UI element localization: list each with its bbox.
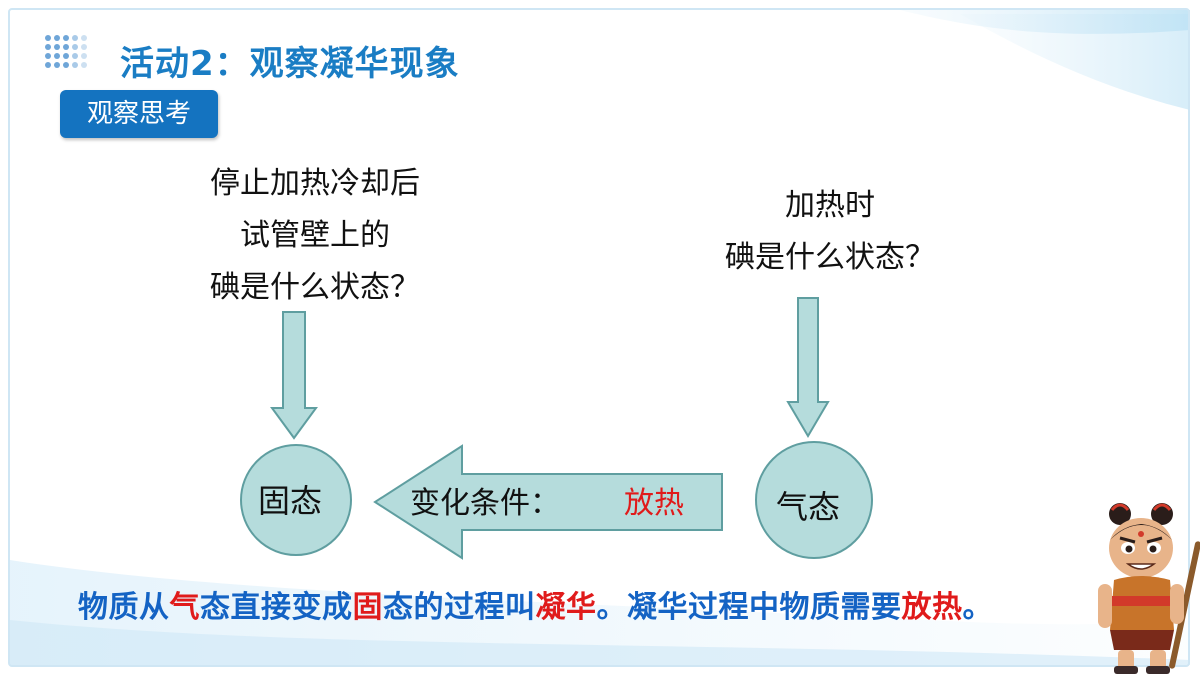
summary-emphasis: 放热 bbox=[901, 590, 963, 625]
summary-part: 。凝华过程中物质需要 bbox=[596, 590, 902, 625]
condition-label: 变化条件： bbox=[410, 486, 560, 521]
question-left-line: 碘是什么状态？ bbox=[210, 270, 420, 305]
summary-emphasis: 气 bbox=[169, 590, 200, 625]
summary-sentence: 物质从气态直接变成固态的过程叫凝华。凝华过程中物质需要放热。 bbox=[78, 582, 993, 626]
summary-part: 。 bbox=[962, 590, 993, 625]
question-right-line: 碘是什么状态？ bbox=[725, 240, 935, 275]
question-left-line: 试管壁上的 bbox=[240, 218, 390, 253]
mascot-illustration bbox=[1098, 503, 1200, 674]
condition-arrow bbox=[373, 444, 723, 560]
question-left: 停止加热冷却后 试管壁上的 碘是什么状态？ bbox=[180, 158, 450, 314]
summary-emphasis: 凝华 bbox=[535, 590, 597, 625]
page-title: 活动2：观察凝华现象 bbox=[120, 44, 460, 84]
slide-frame bbox=[8, 8, 1190, 667]
summary-part: 态直接变成 bbox=[200, 590, 353, 625]
solid-state-label: 固态 bbox=[258, 482, 323, 520]
solid-circle bbox=[240, 444, 352, 556]
section-tag: 观察思考 bbox=[60, 90, 218, 138]
gas-state-label: 气态 bbox=[776, 488, 841, 526]
condition-value: 放热 bbox=[624, 486, 684, 521]
summary-emphasis: 固 bbox=[352, 590, 383, 625]
down-arrow-right bbox=[786, 297, 830, 438]
down-arrow-left bbox=[270, 311, 318, 440]
question-left-line: 停止加热冷却后 bbox=[210, 166, 420, 201]
summary-part: 物质从 bbox=[78, 590, 170, 625]
question-right: 加热时 碘是什么状态？ bbox=[700, 180, 960, 284]
dot-grid-icon bbox=[45, 35, 87, 68]
summary-part: 态的过程叫 bbox=[383, 590, 536, 625]
question-right-line: 加热时 bbox=[785, 188, 875, 223]
gas-circle bbox=[755, 441, 873, 559]
